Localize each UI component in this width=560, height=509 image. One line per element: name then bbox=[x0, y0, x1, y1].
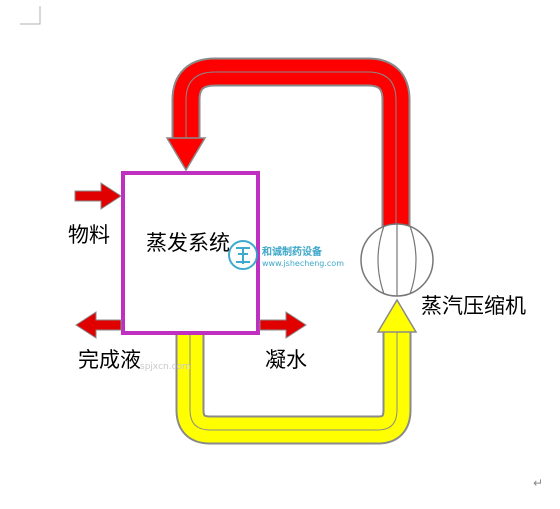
corner-mark bbox=[20, 6, 41, 25]
cool-vapor-fill bbox=[177, 330, 410, 443]
hot-vapor-arrowhead bbox=[165, 137, 207, 172]
watermark-logo-text: 和诚制药设备 bbox=[261, 245, 323, 258]
evaporator-label: 蒸发系统 bbox=[146, 231, 230, 255]
cool-vapor-pipe bbox=[175, 330, 412, 445]
return-mark: ↵ bbox=[533, 476, 543, 490]
compressor-blades bbox=[377, 224, 417, 296]
cool-vapor-arrowhead bbox=[376, 298, 418, 333]
condensate-label: 凝水 bbox=[265, 348, 307, 372]
concentrate-output-arrow bbox=[75, 311, 122, 339]
material-input-arrow bbox=[74, 182, 122, 210]
watermark: 和诚制药设备 www.jshecheng.com bbox=[228, 240, 344, 270]
concentrate-label: 完成液 bbox=[78, 348, 141, 372]
watermark-url: www.jshecheng.com bbox=[262, 259, 344, 268]
faint-watermark: spjxcn.com bbox=[140, 362, 191, 372]
material-label: 物料 bbox=[68, 223, 110, 247]
condensate-output-arrow bbox=[259, 311, 307, 339]
cool-vapor-centerline bbox=[189, 330, 398, 431]
hot-vapor-centerline bbox=[185, 71, 397, 232]
compressor-label: 蒸汽压缩机 bbox=[421, 294, 526, 318]
